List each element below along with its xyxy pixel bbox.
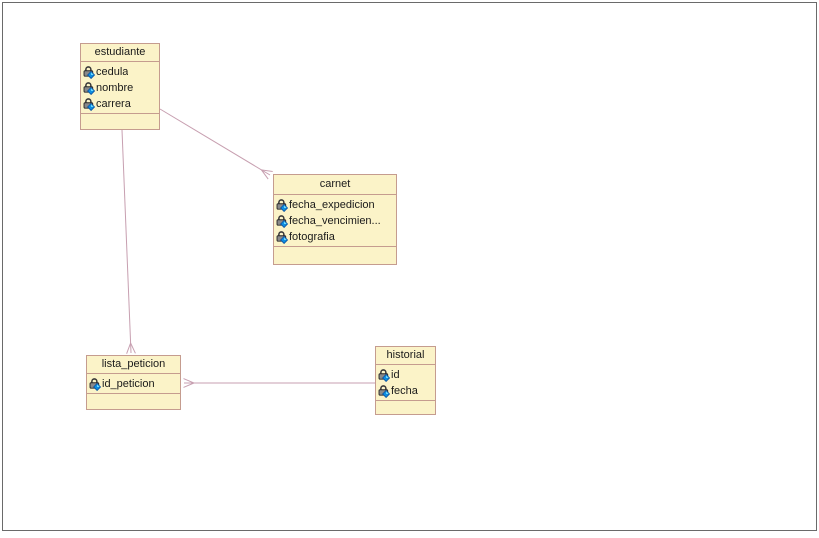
private-attribute-icon xyxy=(276,231,289,244)
class-estudiante[interactable]: estudiante cedula nombre carrera xyxy=(80,43,160,130)
attribute-label: fecha_vencimien... xyxy=(289,215,381,227)
attribute-row[interactable]: nombre xyxy=(82,80,158,96)
class-title: historial xyxy=(376,347,435,365)
attribute-label: carrera xyxy=(96,98,131,110)
private-attribute-icon xyxy=(83,98,96,111)
attribute-row[interactable]: id_peticion xyxy=(88,376,179,392)
class-historial[interactable]: historial id fecha xyxy=(375,346,436,415)
attribute-label: cedula xyxy=(96,66,129,78)
private-attribute-icon xyxy=(276,199,289,212)
private-attribute-icon xyxy=(276,215,289,228)
attribute-label: fecha xyxy=(391,385,418,397)
operations-compartment xyxy=(376,401,435,414)
private-attribute-icon xyxy=(83,82,96,95)
attribute-label: id_peticion xyxy=(102,378,155,390)
class-title: lista_peticion xyxy=(87,356,180,374)
attribute-label: id xyxy=(391,369,400,381)
attribute-row[interactable]: fecha xyxy=(377,383,434,399)
operations-compartment xyxy=(87,394,180,409)
class-lista_peticion[interactable]: lista_peticion id_peticion xyxy=(86,355,181,410)
attribute-label: fotografia xyxy=(289,231,335,243)
attributes-compartment: id fecha xyxy=(376,365,435,401)
private-attribute-icon xyxy=(83,66,96,79)
attribute-row[interactable]: cedula xyxy=(82,64,158,80)
attributes-compartment: fecha_expedicion fecha_vencimien... foto… xyxy=(274,195,396,247)
attribute-row[interactable]: fecha_vencimien... xyxy=(275,213,395,229)
operations-compartment xyxy=(81,114,159,129)
class-title: estudiante xyxy=(81,44,159,62)
attribute-label: fecha_expedicion xyxy=(289,199,375,211)
attribute-row[interactable]: fotografia xyxy=(275,229,395,245)
class-carnet[interactable]: carnet fecha_expedicion fecha_vencimien.… xyxy=(273,174,397,265)
class-title: carnet xyxy=(274,175,396,195)
attribute-row[interactable]: fecha_expedicion xyxy=(275,197,395,213)
private-attribute-icon xyxy=(89,378,102,391)
operations-compartment xyxy=(274,247,396,264)
private-attribute-icon xyxy=(378,369,391,382)
attributes-compartment: id_peticion xyxy=(87,374,180,394)
attribute-row[interactable]: carrera xyxy=(82,96,158,112)
attribute-label: nombre xyxy=(96,82,134,94)
attribute-row[interactable]: id xyxy=(377,367,434,383)
attributes-compartment: cedula nombre carrera xyxy=(81,62,159,114)
private-attribute-icon xyxy=(378,385,391,398)
